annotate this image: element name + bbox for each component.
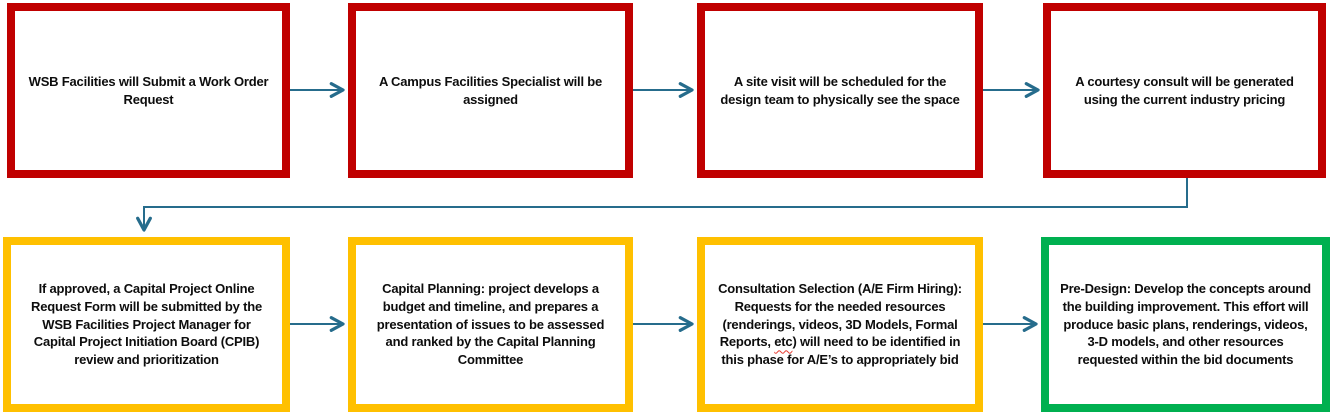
flow-step-2-specialist-assigned: A Campus Facilities Specialist will be a… [348, 3, 633, 178]
flow-step-7-text: Consultation Selection (A/E Firm Hiring)… [715, 280, 965, 370]
flow-step-4-text: A courtesy consult will be generated usi… [1075, 73, 1294, 107]
flow-step-7-text-after: ) will need to be identified in this pha… [721, 334, 961, 368]
flow-step-5-cpib-request: If approved, a Capital Project Online Re… [3, 237, 290, 412]
flow-step-5-text: If approved, a Capital Project Online Re… [31, 280, 262, 368]
flow-step-7-text-before: Consultation Selection (A/E Firm Hiring)… [718, 280, 962, 350]
elbow-arrow-step4-step5 [136, 178, 1188, 232]
flow-step-8-pre-design: Pre-Design: Develop the concepts around … [1041, 237, 1330, 412]
flow-step-1-text: WSB Facilities will Submit a Work Order … [28, 73, 269, 107]
flow-step-2-text: A Campus Facilities Specialist will be a… [378, 73, 603, 107]
flow-step-1-work-order-request: WSB Facilities will Submit a Work Order … [7, 3, 290, 178]
flow-step-8-text: Pre-Design: Develop the concepts around … [1060, 280, 1311, 368]
flow-step-6-text: Capital Planning: project develops a bud… [376, 280, 605, 368]
flow-step-3-site-visit: A site visit will be scheduled for the d… [697, 3, 983, 178]
flow-step-4-courtesy-consult: A courtesy consult will be generated usi… [1043, 3, 1326, 178]
flow-step-6-capital-planning: Capital Planning: project develops a bud… [348, 237, 633, 412]
spellcheck-underlined-word: etc [774, 334, 793, 350]
flow-step-7-consultation-selection: Consultation Selection (A/E Firm Hiring)… [697, 237, 983, 412]
flow-step-3-text: A site visit will be scheduled for the d… [720, 73, 960, 107]
